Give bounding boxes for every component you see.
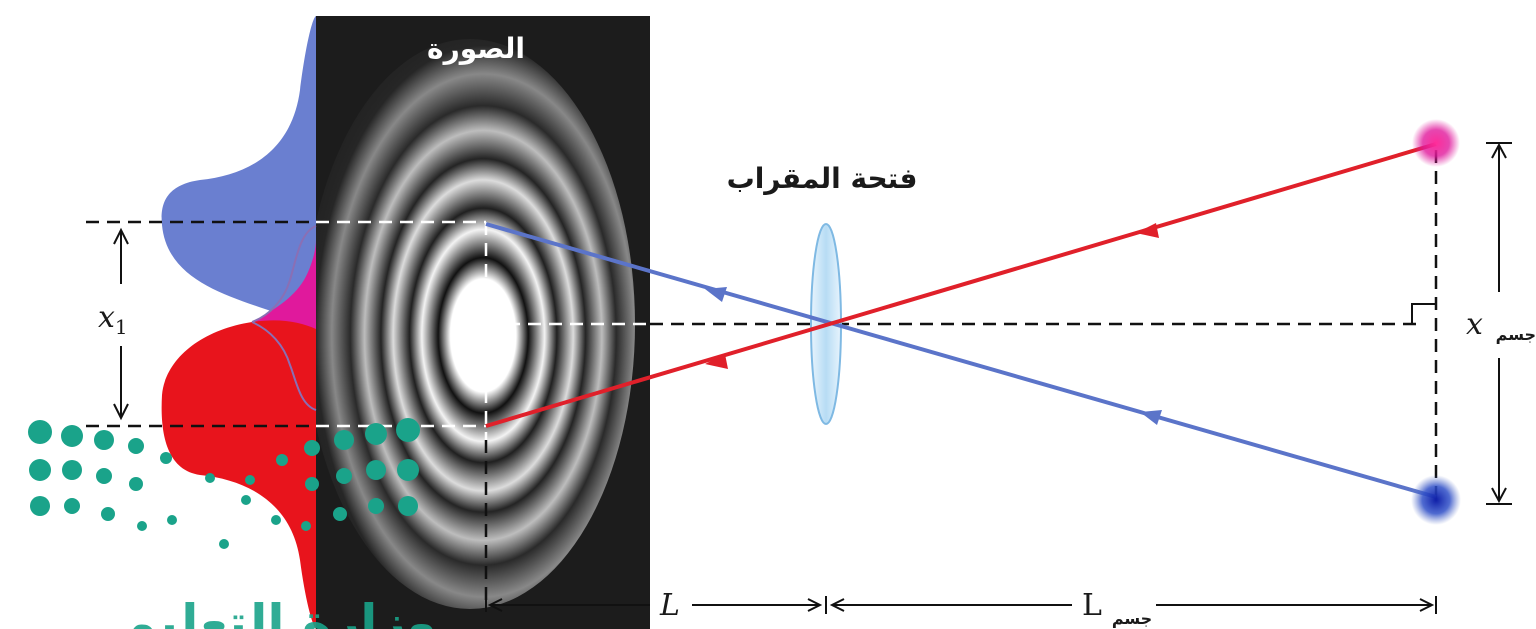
red-secondary-lobe <box>251 321 317 411</box>
L-dimensions <box>485 596 1437 614</box>
image-title: الصورة <box>427 32 525 65</box>
dashed-guides <box>86 150 1438 600</box>
pink-source-point <box>1412 119 1460 167</box>
diffraction-rings <box>305 39 635 609</box>
L-object-label: L <box>1082 588 1102 623</box>
intensity-curves <box>161 16 317 629</box>
red-ray <box>485 142 1437 428</box>
x1-label: x1 <box>98 300 128 339</box>
watermark-text: وزارة التعليم <box>120 594 437 629</box>
blue-intensity-curve <box>161 16 316 330</box>
light-rays <box>485 142 1437 499</box>
red-intensity-curve <box>161 320 316 629</box>
x-object-subscript: جسم <box>1496 325 1536 344</box>
L-image-label: L <box>659 588 680 623</box>
overlap-intensity <box>252 240 316 400</box>
L-object-subscript: جسم <box>1112 609 1152 628</box>
blue-secondary-lobe <box>251 225 317 323</box>
blue-ray <box>485 222 1437 499</box>
aperture-title: فتحة المقراب <box>727 162 918 195</box>
watermark-logo <box>28 418 420 549</box>
arrow-head-icon <box>705 223 1162 425</box>
x1-dimension <box>113 227 129 421</box>
blue-source-point <box>1411 475 1461 525</box>
x-object-label: x <box>1466 307 1483 342</box>
right-angle-icon <box>1411 303 1436 324</box>
x-object-dimension <box>1486 142 1512 505</box>
